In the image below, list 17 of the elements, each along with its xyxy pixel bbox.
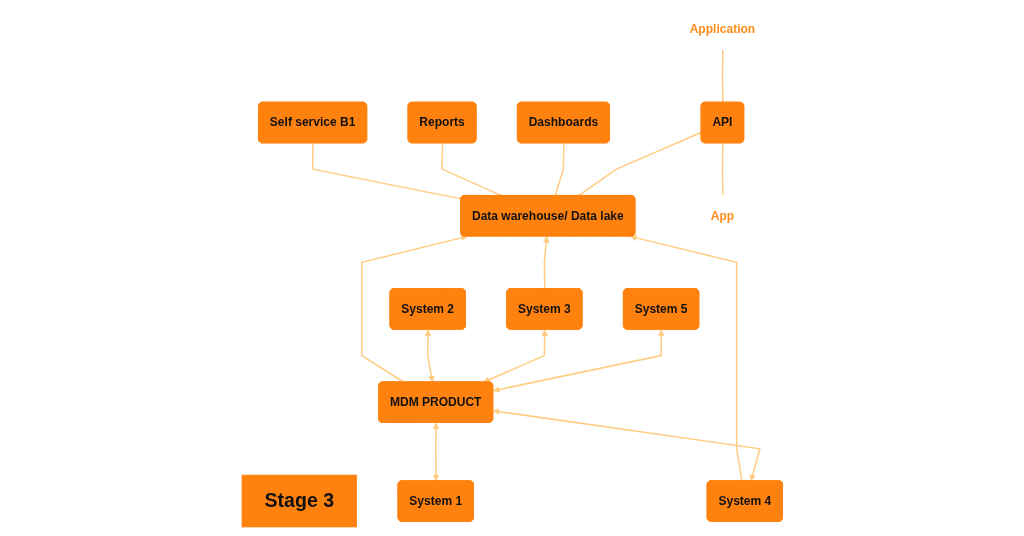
connector: [721, 142, 724, 197]
connector: [721, 49, 724, 104]
connector: [311, 142, 462, 200]
connector: [577, 131, 702, 197]
arrow: [492, 408, 761, 482]
node-box: Stage 3: [241, 474, 357, 528]
arrow: [542, 236, 550, 290]
node-text: App: [710, 208, 734, 222]
arrow: [360, 234, 468, 383]
connector: [441, 142, 503, 197]
arrow: [424, 329, 435, 383]
arrow: [432, 422, 440, 482]
arrow: [483, 329, 548, 383]
node-text: Application: [689, 22, 755, 36]
connector: [554, 142, 565, 197]
arrow: [629, 234, 743, 482]
arrow: [492, 329, 665, 393]
